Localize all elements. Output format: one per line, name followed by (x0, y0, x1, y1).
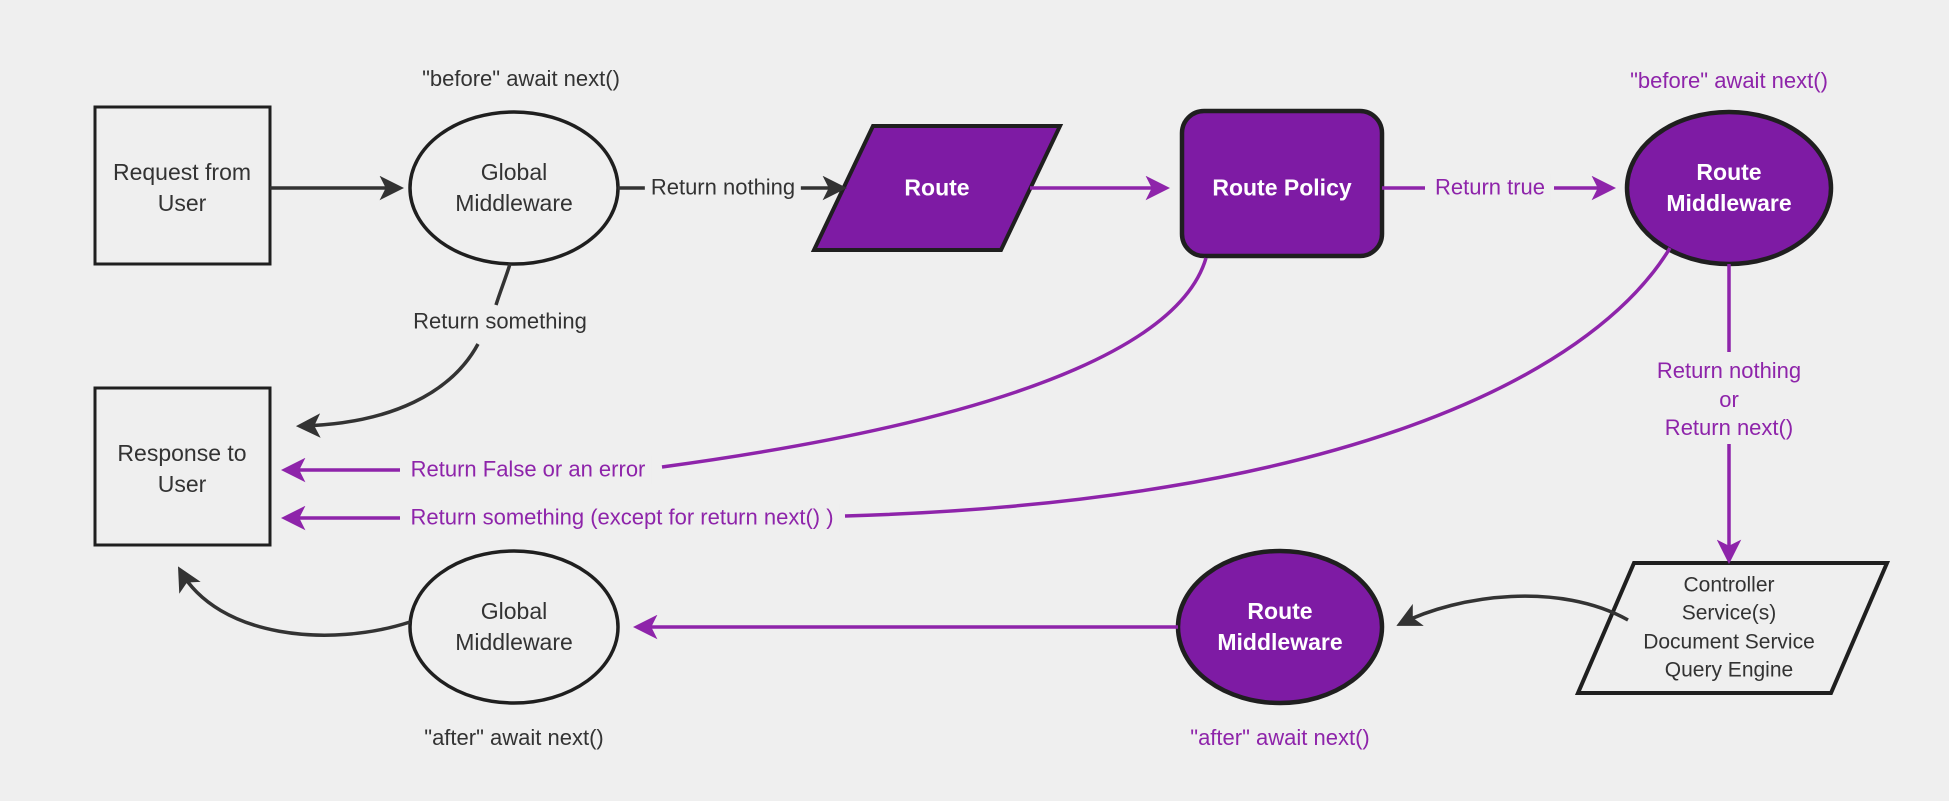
edge-global-middleware-to-response (178, 566, 411, 637)
edge-global-return-something-lower (295, 343, 480, 438)
node-controller-services[interactable] (1574, 561, 1891, 695)
node-response-to-user[interactable] (93, 386, 272, 547)
edge-routemw-return-something-curve (844, 247, 1672, 518)
node-route[interactable] (810, 124, 1064, 252)
node-request-from-user[interactable] (93, 105, 272, 266)
node-route-middleware-bottom[interactable] (1175, 548, 1385, 706)
node-route-middleware-top[interactable] (1624, 109, 1834, 267)
node-global-middleware-bottom[interactable] (408, 549, 620, 705)
edge-policy-return-false-curve (661, 257, 1208, 469)
edge-controller-to-route-middleware (1396, 594, 1629, 626)
node-global-middleware-top[interactable] (408, 110, 620, 266)
node-route-policy[interactable] (1179, 108, 1385, 259)
edge-global-return-something-upper (494, 263, 512, 306)
